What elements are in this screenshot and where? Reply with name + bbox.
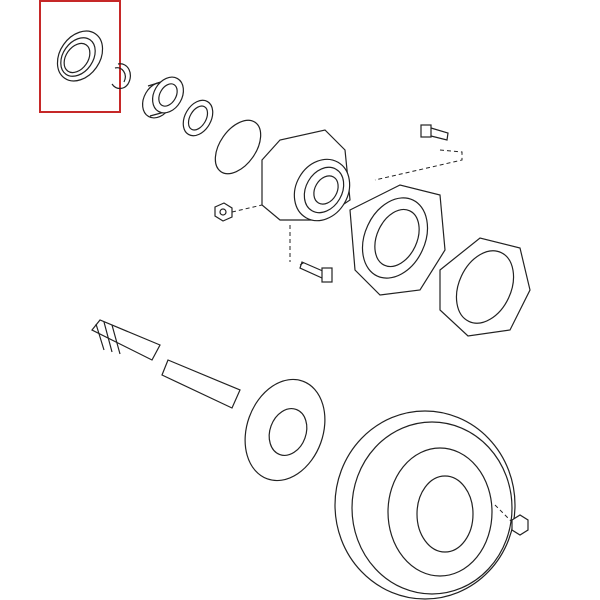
oil-seal[interactable]	[48, 22, 112, 89]
axle-shaft[interactable]	[91, 319, 338, 492]
nut[interactable]	[214, 202, 233, 222]
bolt[interactable]	[420, 124, 449, 141]
leader-line	[374, 149, 463, 181]
o-ring[interactable]	[206, 112, 270, 182]
highlight-box[interactable]	[39, 0, 121, 113]
hub-nut[interactable]	[511, 514, 529, 536]
backing-plate[interactable]	[349, 184, 446, 296]
inner-oil-seal[interactable]	[177, 95, 219, 141]
leader-line	[231, 204, 263, 213]
leader-line	[289, 225, 306, 266]
bearing[interactable]	[136, 72, 189, 124]
bearing-retainer-housing[interactable]	[261, 129, 361, 231]
gasket[interactable]	[439, 237, 531, 337]
snap-ring[interactable]	[111, 63, 131, 90]
mounting-bolt[interactable]	[299, 261, 333, 283]
brake-disc[interactable]	[334, 410, 516, 600]
